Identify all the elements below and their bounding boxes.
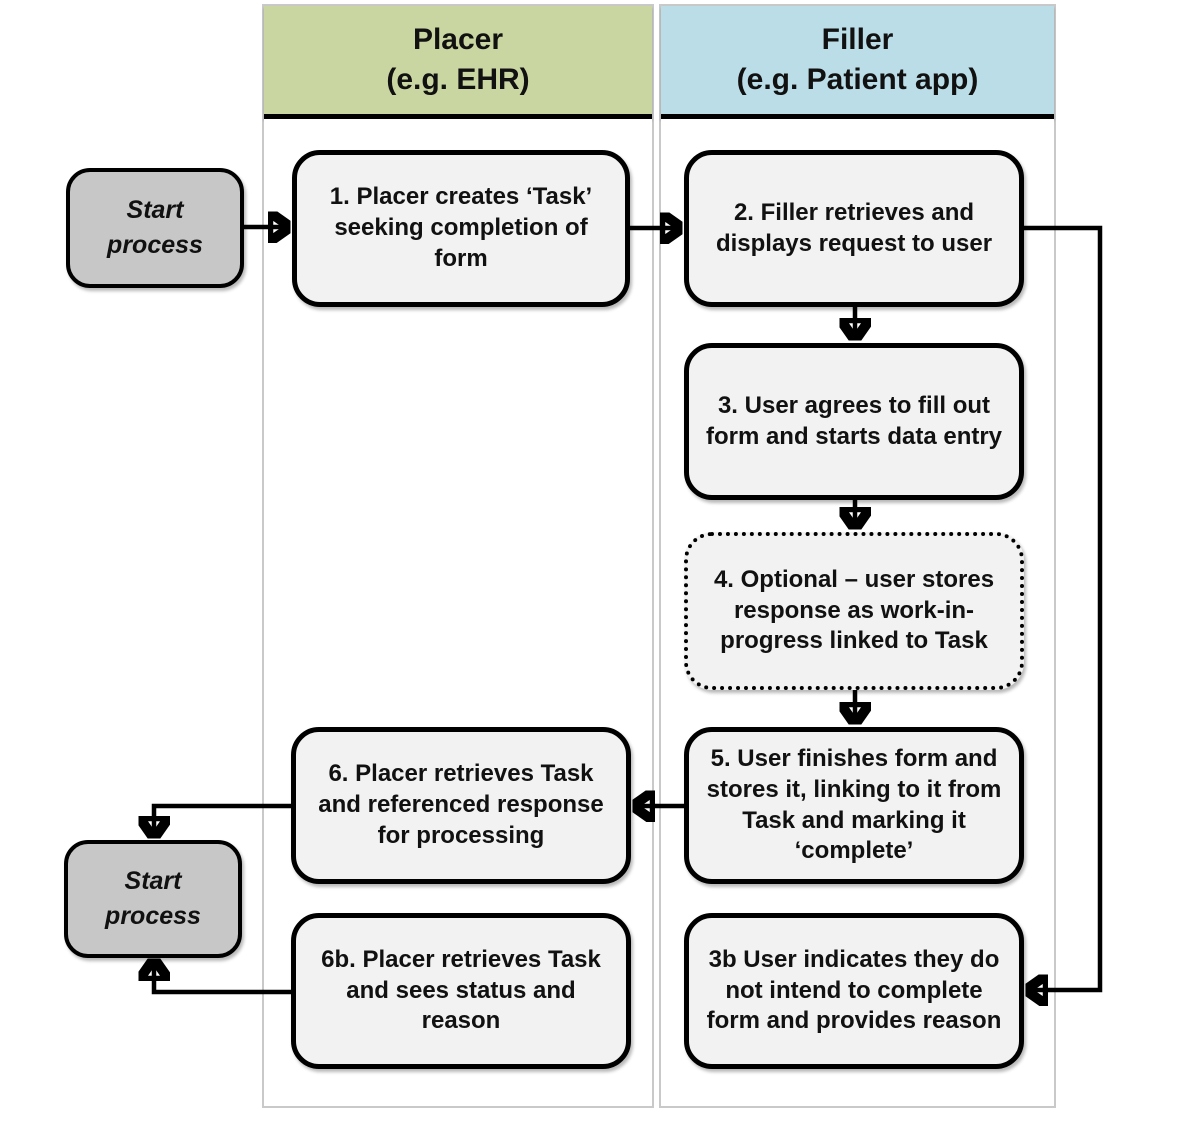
node-start-process-top: Start process [66, 168, 244, 288]
node-step-3: 3. User agrees to fill out form and star… [684, 343, 1024, 500]
node-step-6: 6. Placer retrieves Task and referenced … [291, 727, 631, 884]
node-step-6b: 6b. Placer retrieves Task and sees statu… [291, 913, 631, 1069]
lane-filler-header: Filler (e.g. Patient app) [661, 6, 1054, 119]
arrow-step2-to-step3b [1023, 225, 1103, 990]
node-start-process-bottom: Start process [64, 840, 242, 958]
lane-filler-subtitle: (e.g. Patient app) [736, 63, 979, 96]
arrow-step6b-to-start-bottom [154, 959, 294, 995]
node-step-2: 2. Filler retrieves and displays request… [684, 150, 1024, 307]
lane-filler-title: Filler [821, 22, 894, 56]
lane-placer-subtitle: (e.g. EHR) [386, 63, 530, 96]
lane-placer-header: Placer (e.g. EHR) [264, 6, 652, 119]
node-step-3b: 3b User indicates they do not intend to … [684, 913, 1024, 1069]
node-step-5: 5. User finishes form and stores it, lin… [684, 727, 1024, 884]
lane-placer-title: Placer [412, 22, 504, 56]
node-step-4-optional: 4. Optional – user stores response as wo… [684, 532, 1024, 690]
node-step-1: 1. Placer creates ‘Task’ seeking complet… [292, 150, 630, 307]
arrow-step6-to-start-bottom [154, 803, 294, 838]
